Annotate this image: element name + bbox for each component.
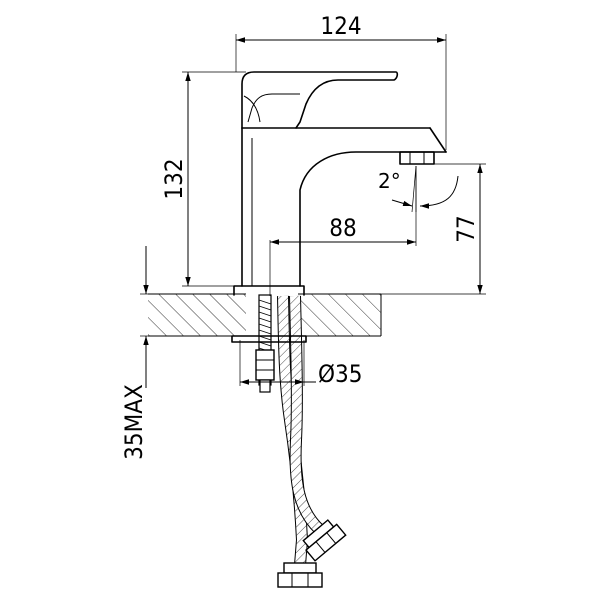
dimension-spout-height: 77	[304, 163, 486, 295]
hose-nut-bottom	[277, 562, 323, 588]
dimension-thickness-label: 35MAX	[120, 384, 148, 460]
hose-nut-right	[302, 519, 347, 562]
dimension-spout-height-label: 77	[452, 215, 480, 242]
dimension-height-label: 132	[160, 158, 188, 199]
dimension-diameter-label: Ø35	[318, 360, 362, 388]
lever-handle	[241, 71, 399, 129]
mounting-assembly	[231, 294, 347, 588]
dimension-counter-thickness: 35MAX	[120, 246, 150, 460]
dimension-total-width: 124	[235, 12, 447, 150]
dimension-total-height: 132	[160, 71, 246, 287]
dimension-angle-label: 2°	[378, 169, 401, 193]
dimension-hole-diameter: Ø35	[239, 340, 362, 388]
dimension-reach-label: 88	[329, 214, 356, 242]
dimension-width-label: 124	[320, 12, 361, 40]
dimension-angle: 2°	[378, 165, 459, 213]
faucet-body	[233, 127, 447, 296]
